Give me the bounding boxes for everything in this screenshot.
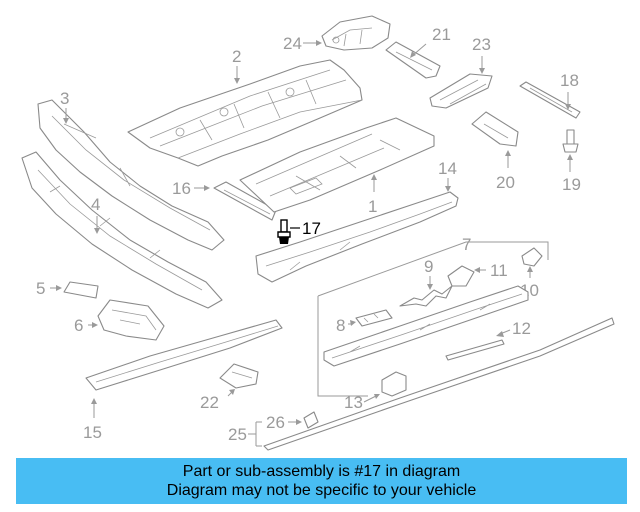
callout-24: 24 — [283, 34, 322, 53]
part-22[interactable] — [219, 363, 259, 389]
part-9[interactable] — [399, 285, 453, 307]
banner-line-1: Part or sub-assembly is #17 in diagram — [182, 463, 461, 480]
callout-26: 26 — [266, 413, 302, 432]
callout-20: 20 — [496, 150, 515, 192]
part-3[interactable] — [37, 99, 225, 251]
callout-13: 13 — [344, 393, 380, 412]
part-19[interactable] — [562, 129, 579, 153]
callout-1: 1 — [368, 174, 377, 216]
svg-text:7: 7 — [462, 235, 471, 254]
svg-text:19: 19 — [562, 175, 581, 194]
part-15[interactable] — [85, 319, 283, 391]
part-25-outer-sill[interactable] — [263, 317, 615, 451]
svg-text:5: 5 — [36, 279, 45, 298]
part-1[interactable] — [239, 117, 435, 213]
callout-19: 19 — [562, 154, 581, 194]
banner-line-2: Diagram may not be specific to your vehi… — [166, 482, 477, 499]
part-11[interactable] — [447, 265, 475, 287]
info-banner: Part or sub-assembly is #17 in diagram D… — [16, 458, 627, 504]
svg-text:22: 22 — [200, 393, 219, 412]
svg-text:14: 14 — [438, 159, 457, 178]
svg-text:2: 2 — [232, 47, 241, 66]
callout-12: 12 — [496, 319, 531, 338]
part-20[interactable] — [471, 111, 519, 147]
callout-25: 25 — [228, 421, 262, 447]
group-7-box — [317, 241, 549, 397]
part-18[interactable] — [519, 81, 581, 119]
callout-16: 16 — [172, 179, 210, 198]
part-4[interactable] — [21, 151, 223, 309]
part-26[interactable] — [303, 411, 319, 429]
callout-14: 14 — [438, 159, 457, 192]
svg-text:18: 18 — [560, 71, 579, 90]
part-5[interactable] — [63, 281, 99, 299]
callout-9: 9 — [424, 257, 433, 290]
svg-text:1: 1 — [368, 197, 377, 216]
part-23[interactable] — [429, 73, 493, 109]
svg-text:17: 17 — [302, 219, 321, 238]
exploded-parts-diagram: 24 21 23 18 19 — [21, 15, 615, 451]
part-7-rocker[interactable] — [323, 285, 529, 367]
svg-text:3: 3 — [60, 89, 69, 108]
callout-15: 15 — [83, 398, 102, 442]
callout-3: 3 — [60, 89, 69, 124]
callout-4: 4 — [91, 195, 100, 234]
part-10[interactable] — [521, 247, 543, 267]
callout-21: 21 — [410, 25, 451, 58]
svg-text:26: 26 — [266, 413, 285, 432]
callout-17: 17 — [290, 219, 321, 238]
callout-7: 7 — [462, 235, 471, 254]
part-8[interactable] — [355, 309, 393, 327]
svg-text:9: 9 — [424, 257, 433, 276]
svg-text:20: 20 — [496, 173, 515, 192]
callout-8: 8 — [336, 316, 356, 335]
callout-2: 2 — [232, 47, 241, 84]
svg-text:15: 15 — [83, 423, 102, 442]
callout-11: 11 — [474, 261, 508, 280]
svg-text:11: 11 — [490, 261, 508, 280]
part-14[interactable] — [255, 191, 459, 283]
part-17[interactable] — [277, 219, 291, 244]
callout-5: 5 — [36, 279, 62, 298]
callout-6: 6 — [74, 316, 98, 335]
callout-22: 22 — [200, 389, 235, 412]
svg-text:16: 16 — [172, 179, 191, 198]
svg-text:13: 13 — [344, 393, 363, 412]
part-21[interactable] — [385, 41, 441, 79]
svg-text:21: 21 — [432, 25, 451, 44]
svg-text:25: 25 — [228, 425, 247, 444]
svg-text:6: 6 — [74, 316, 83, 335]
svg-text:4: 4 — [91, 195, 100, 214]
svg-text:8: 8 — [336, 316, 345, 335]
svg-text:23: 23 — [472, 35, 491, 54]
callout-18: 18 — [560, 71, 579, 110]
part-12[interactable] — [445, 339, 505, 361]
callout-23: 23 — [472, 35, 491, 74]
part-6[interactable] — [97, 299, 165, 341]
part-2[interactable] — [127, 59, 363, 167]
part-13[interactable] — [381, 371, 407, 397]
svg-text:12: 12 — [512, 319, 531, 338]
part-24[interactable] — [321, 15, 391, 51]
svg-text:24: 24 — [283, 34, 302, 53]
